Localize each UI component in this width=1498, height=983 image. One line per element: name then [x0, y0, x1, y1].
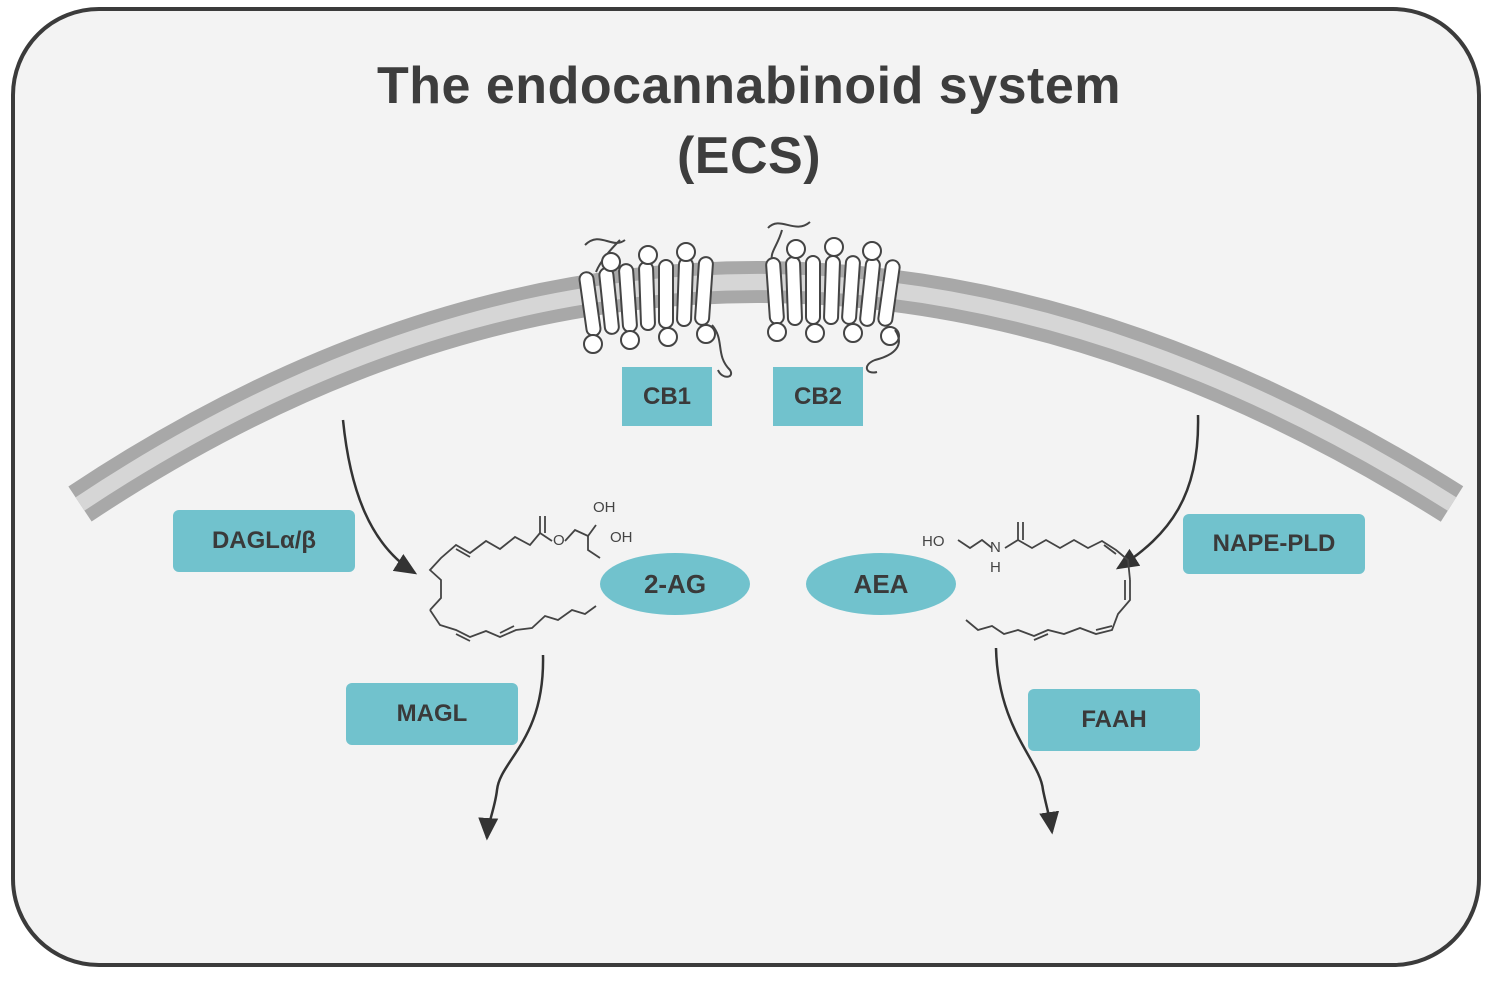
faah-label: FAAH	[1028, 689, 1200, 751]
oh-bottom-label: OH	[610, 529, 633, 546]
dagl-label: DAGLα/β	[173, 510, 355, 572]
diagram-subtitle: (ECS)	[676, 127, 822, 185]
arrow-nape-to-aea	[1115, 414, 1200, 570]
cb1-receptor	[578, 238, 733, 378]
ho-label: HO	[922, 533, 945, 550]
arrow-dagl-to-2ag	[341, 419, 418, 575]
n-atom-label: N	[990, 539, 1001, 556]
cell-membrane	[68, 261, 1464, 522]
cb2-label: CB2	[773, 367, 863, 426]
aea-structure	[957, 522, 1131, 641]
o-ester-label: O	[553, 532, 565, 549]
2ag-structure	[428, 516, 601, 642]
arrow-aea-degradation	[994, 647, 1060, 835]
diagram-title: The endocannabinoid system	[376, 57, 1122, 115]
nape-pld-label: NAPE-PLD	[1183, 514, 1365, 574]
oh-top-label: OH	[593, 499, 616, 516]
magl-label: MAGL	[346, 683, 518, 745]
h-atom-label: H	[990, 559, 1001, 576]
diagram-frame	[11, 7, 1481, 967]
aea-ellipse: AEA	[806, 553, 956, 615]
arrow-2ag-degradation	[478, 654, 545, 841]
cb2-receptor	[765, 221, 901, 374]
cb1-label: CB1	[622, 367, 712, 426]
2ag-ellipse: 2-AG	[600, 553, 750, 615]
